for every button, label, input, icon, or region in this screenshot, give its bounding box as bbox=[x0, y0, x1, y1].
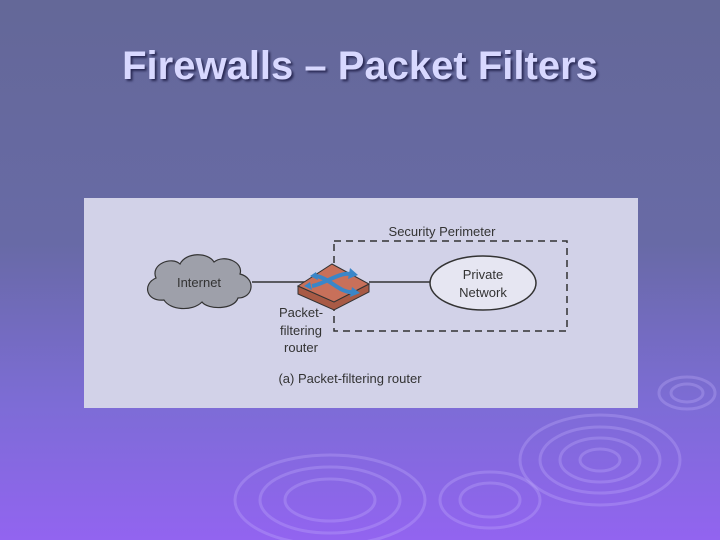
diagram-panel: Security Perimeter Internet Private Netw… bbox=[84, 198, 638, 408]
router-label-line3: router bbox=[284, 340, 318, 355]
router-icon bbox=[296, 263, 371, 311]
router-label-line2: filtering bbox=[280, 323, 322, 338]
private-network-label-line1: Private bbox=[462, 267, 504, 282]
private-network-node bbox=[429, 255, 537, 311]
security-perimeter-label: Security Perimeter bbox=[388, 224, 496, 239]
diagram-caption: (a) Packet-filtering router bbox=[278, 371, 422, 386]
router-label-line1: Packet- bbox=[278, 305, 324, 320]
cloud-icon bbox=[147, 254, 252, 310]
private-network-label-line2: Network bbox=[459, 285, 507, 300]
internet-label: Internet bbox=[176, 275, 222, 290]
packet-filter-diagram bbox=[147, 240, 568, 332]
slide-title: Firewalls – Packet Filters bbox=[122, 44, 598, 88]
